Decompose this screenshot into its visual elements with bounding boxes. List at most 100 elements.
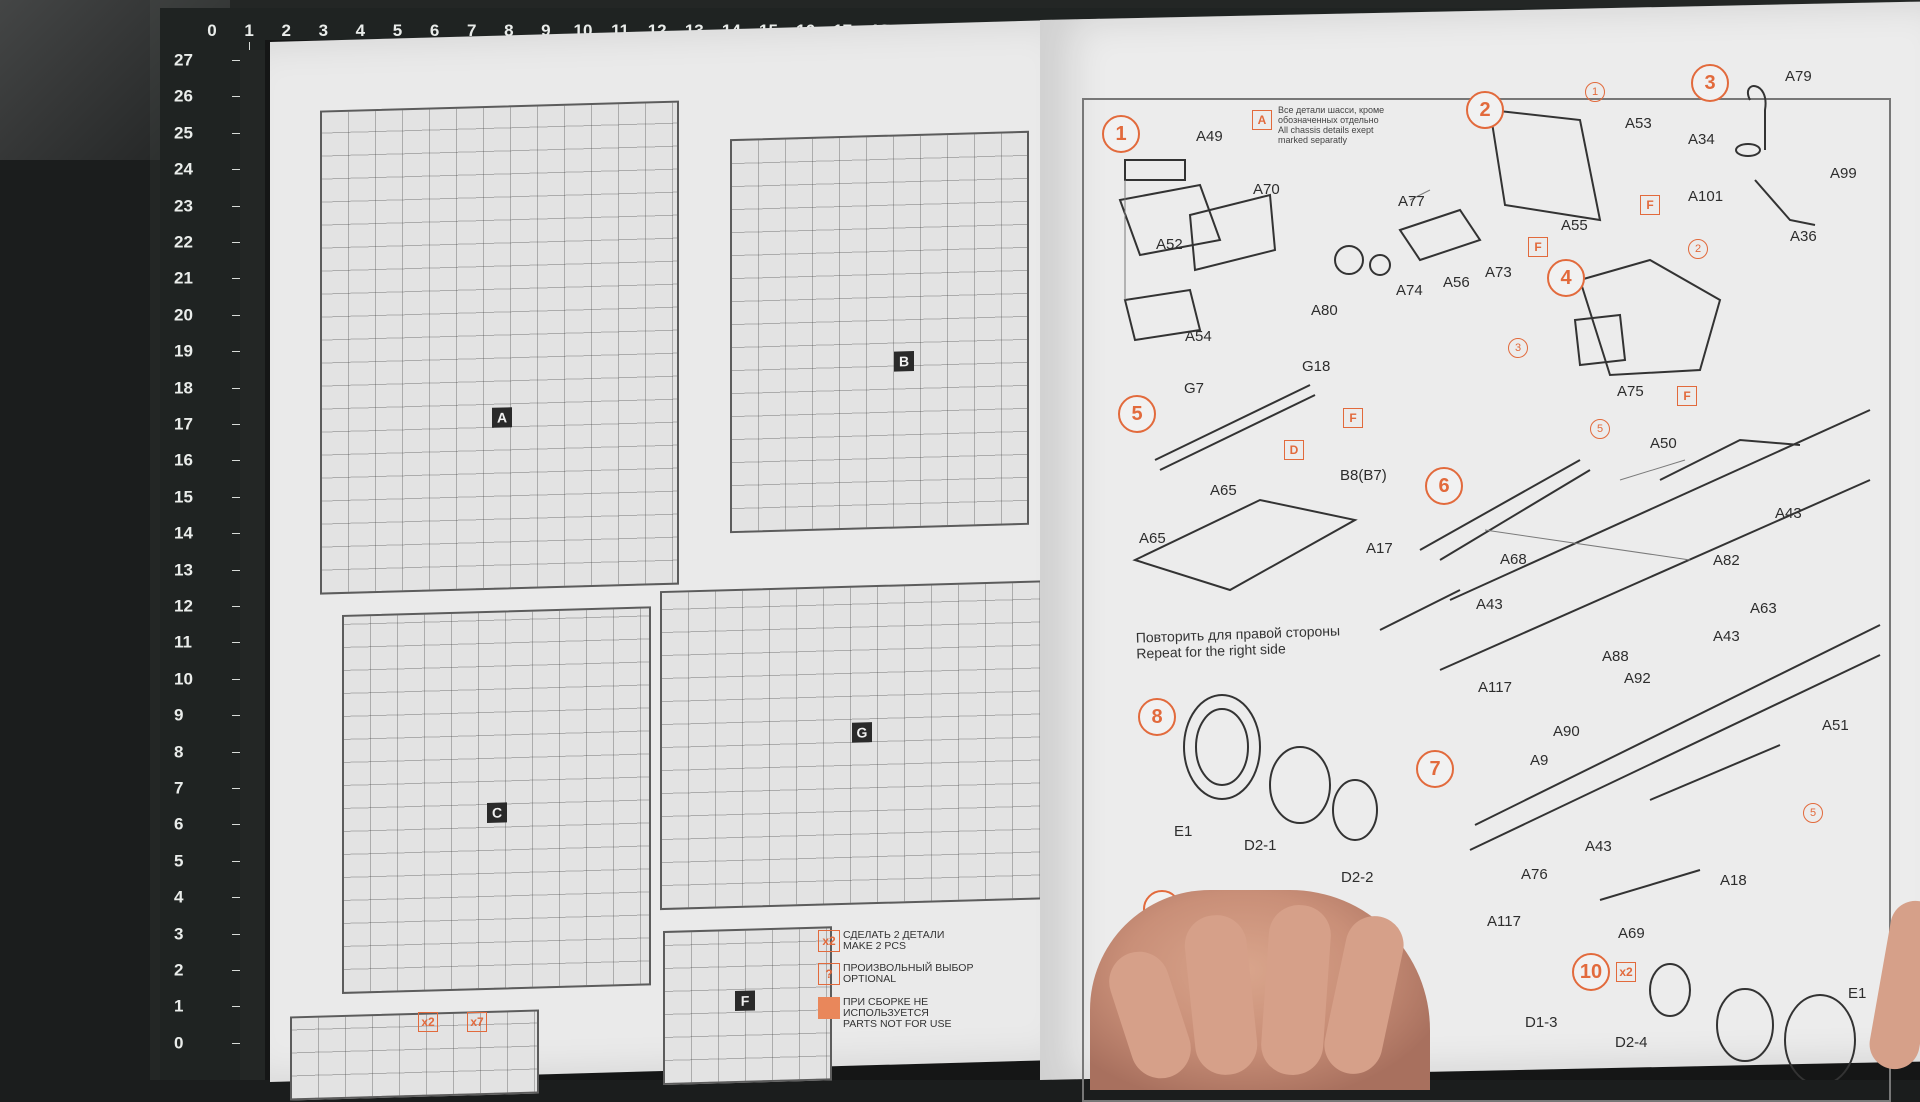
step-1: 1 xyxy=(1102,115,1140,153)
sub-step-1: 1 xyxy=(1585,82,1605,102)
legend-make-two-text: СДЕЛАТЬ 2 ДЕТАЛИ MAKE 2 PCS xyxy=(843,929,945,952)
left-ruler-number: 2 xyxy=(174,960,184,980)
part-a70: A70 xyxy=(1253,181,1280,198)
part-a75: A75 xyxy=(1617,383,1644,400)
part-a43-b: A43 xyxy=(1476,596,1503,613)
left-ruler-number: 15 xyxy=(174,487,193,507)
left-ruler-number: 24 xyxy=(174,159,193,179)
chassis-note-box: A xyxy=(1252,110,1272,130)
left-ruler-tick xyxy=(232,60,240,61)
left-ruler-tick xyxy=(232,933,240,935)
part-a65-b: A65 xyxy=(1139,530,1166,547)
part-a82: A82 xyxy=(1713,552,1740,569)
legend-optional-text: ПРОИЗВОЛЬНЫЙ ВЫБОР OPTIONAL xyxy=(843,962,974,985)
part-a34: A34 xyxy=(1688,131,1715,148)
left-ruler-tick xyxy=(232,1042,240,1044)
sub-step-5a: 5 xyxy=(1590,419,1610,439)
left-ruler-tick xyxy=(232,242,240,243)
unused-parts-icon xyxy=(818,997,840,1019)
leader-lines xyxy=(1124,180,1691,561)
left-ruler-number: 4 xyxy=(174,887,184,907)
part-a49: A49 xyxy=(1196,128,1223,145)
sub-step-3: 3 xyxy=(1508,338,1528,358)
part-a52: A52 xyxy=(1156,236,1183,253)
left-ruler-tick xyxy=(232,496,240,498)
top-ruler-number: 7 xyxy=(466,21,477,40)
sub-step-5b: 5 xyxy=(1803,803,1823,823)
part-a50: A50 xyxy=(1650,435,1677,452)
left-ruler-number: 9 xyxy=(174,705,184,725)
part-a51: A51 xyxy=(1822,717,1849,734)
left-ruler-number: 17 xyxy=(174,414,193,434)
part-a17: A17 xyxy=(1366,540,1393,557)
left-ruler-number: 23 xyxy=(174,196,193,216)
part-a73: A73 xyxy=(1485,264,1512,281)
step-5: 5 xyxy=(1118,395,1156,433)
left-ruler-tick xyxy=(232,278,240,280)
left-ruler-tick xyxy=(232,897,240,899)
step-8: 8 xyxy=(1138,698,1176,736)
left-ruler-tick xyxy=(232,751,240,753)
ref-f-4: F xyxy=(1343,408,1363,428)
part-a65-a: A65 xyxy=(1210,482,1237,499)
x7-marker: x7 xyxy=(467,1012,487,1032)
left-ruler-number: 1 xyxy=(174,996,184,1016)
left-ruler-tick xyxy=(232,642,240,644)
left-ruler-number: 19 xyxy=(174,341,193,361)
ref-f-2: F xyxy=(1528,237,1548,257)
part-a74: A74 xyxy=(1396,282,1423,299)
left-ruler-number: 13 xyxy=(174,560,193,580)
left-ruler-number: 7 xyxy=(174,778,184,798)
part-a117-b: A117 xyxy=(1487,913,1521,930)
left-ruler-number: 16 xyxy=(174,450,193,470)
ref-d: D xyxy=(1284,440,1304,460)
step-6: 6 xyxy=(1425,467,1463,505)
x2-marker-a: x2 xyxy=(418,1012,438,1032)
top-ruler-number: 2 xyxy=(281,21,291,40)
top-ruler-number: 0 xyxy=(207,21,217,40)
chassis-note-text: Все детали шасси, кроме обозначенных отд… xyxy=(1278,105,1385,145)
left-ruler-tick xyxy=(232,970,240,971)
legend-unused: ПРИ СБОРКЕ НЕ ИСПОЛЬЗУЕТСЯ PARTS NOT FOR… xyxy=(818,997,952,1030)
left-ruler-tick xyxy=(232,606,240,607)
part-a88: A88 xyxy=(1602,648,1629,665)
part-b8-b7: B8(B7) xyxy=(1340,467,1387,484)
step-3: 3 xyxy=(1691,64,1729,102)
left-ruler-number: 20 xyxy=(174,305,193,325)
legend-optional: ? ПРОИЗВОЛЬНЫЙ ВЫБОР OPTIONAL xyxy=(818,962,974,985)
left-ruler-tick xyxy=(232,387,240,389)
part-a90: A90 xyxy=(1553,723,1580,740)
part-d2-2: D2-2 xyxy=(1341,869,1374,886)
part-a9: A9 xyxy=(1530,752,1549,769)
step-7: 7 xyxy=(1416,750,1454,788)
part-e1-b: E1 xyxy=(1848,985,1867,1002)
left-ruler-tick xyxy=(232,788,240,789)
left-ruler-number: 10 xyxy=(174,669,193,689)
left-ruler-number: 0 xyxy=(174,1033,184,1053)
step-4: 4 xyxy=(1547,259,1585,297)
left-ruler-tick xyxy=(232,132,240,134)
left-ruler-tick xyxy=(232,205,240,207)
part-d2-1: D2-1 xyxy=(1244,837,1277,854)
left-ruler-tick xyxy=(232,533,240,535)
left-ruler-tick xyxy=(232,824,240,826)
part-a63: A63 xyxy=(1750,600,1777,617)
part-d2-4: D2-4 xyxy=(1615,1034,1648,1051)
part-a79: A79 xyxy=(1785,68,1812,85)
sub-step-2: 2 xyxy=(1688,239,1708,259)
left-ruler-tick xyxy=(232,678,240,680)
part-a56: A56 xyxy=(1443,274,1470,291)
left-ruler-tick xyxy=(232,351,240,353)
x2-icon: x2 xyxy=(818,930,840,952)
step-2: 2 xyxy=(1466,91,1504,129)
part-e1-a: E1 xyxy=(1174,823,1193,840)
part-a117-a: A117 xyxy=(1478,679,1512,696)
part-g18: G18 xyxy=(1302,358,1331,375)
part-a43-c: A43 xyxy=(1713,628,1740,645)
left-ruler-tick xyxy=(232,569,240,571)
left-ruler-number: 3 xyxy=(174,924,184,944)
part-a55: A55 xyxy=(1561,217,1588,234)
part-d1-3: D1-3 xyxy=(1525,1014,1558,1031)
